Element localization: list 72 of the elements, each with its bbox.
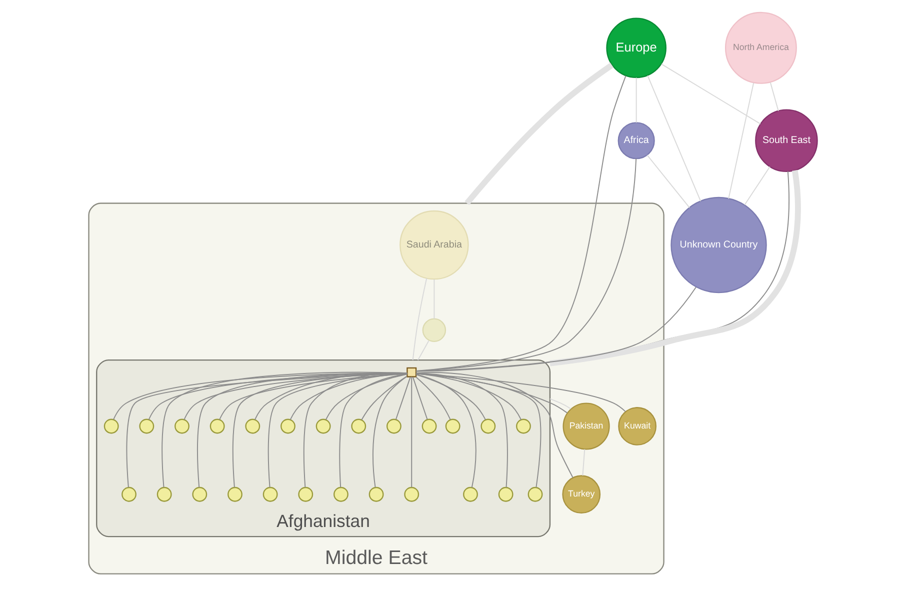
node-circle [316,418,331,434]
node-circle: Pakistan [562,402,610,450]
node-circle: Unknown Country [670,196,767,294]
node-circle [228,486,242,502]
connector [416,373,522,420]
node-circle [386,418,402,434]
connector [254,372,408,420]
connector [303,372,408,488]
connector [416,158,637,372]
node-circle: Turkey [562,475,601,514]
connector [361,376,408,420]
node-circle [351,418,366,434]
connector [412,376,428,420]
node-circle [262,486,278,502]
node-circle: Europe [606,18,666,78]
node-circle [156,486,172,502]
connector [744,166,770,206]
connector [290,372,408,420]
connector [728,82,754,200]
node-circle [174,418,190,434]
node-circle: Saudi Arabia [400,210,469,280]
node-circle [334,486,348,502]
connector [412,278,428,361]
connector [339,373,408,488]
connector [416,372,574,478]
node-circle [122,486,136,502]
node-circle: South East [755,109,818,172]
node-circle [298,486,314,502]
connector [416,374,476,488]
connector [549,398,572,410]
connector [464,62,614,206]
connector [770,82,779,112]
connector [416,75,626,372]
connector [268,373,408,488]
connector [417,340,430,361]
connector [647,75,702,202]
node-circle: Africa [618,122,655,160]
connector [219,373,408,420]
connector [550,170,801,366]
connector [232,372,408,488]
connector [411,376,412,488]
node-circle [480,418,496,434]
node-circle [422,418,437,434]
connector [395,376,411,420]
node-circle [528,486,543,502]
node-circle [210,418,225,434]
node-circle [422,318,446,342]
connector [416,374,486,420]
node-circle [516,418,531,434]
node-circle [404,486,420,502]
node-circle [192,486,208,502]
connector [416,286,697,372]
node-box [406,367,417,378]
connector [325,374,408,420]
node-circle [280,418,296,434]
node-circle: North America [724,12,797,84]
node-circle [498,486,514,502]
node-circle: Kuwait [618,407,656,446]
connector [416,372,508,488]
connector [660,64,761,124]
node-circle [139,418,154,434]
connector [636,77,637,124]
cluster: Afghanistan [96,359,551,538]
connector [415,376,451,420]
node-circle [463,486,478,502]
connector [646,154,690,208]
node-circle [445,418,460,434]
node-circle [104,418,119,434]
connector [416,373,542,488]
node-circle [368,486,384,502]
connector [372,376,408,488]
node-circle [245,418,260,434]
